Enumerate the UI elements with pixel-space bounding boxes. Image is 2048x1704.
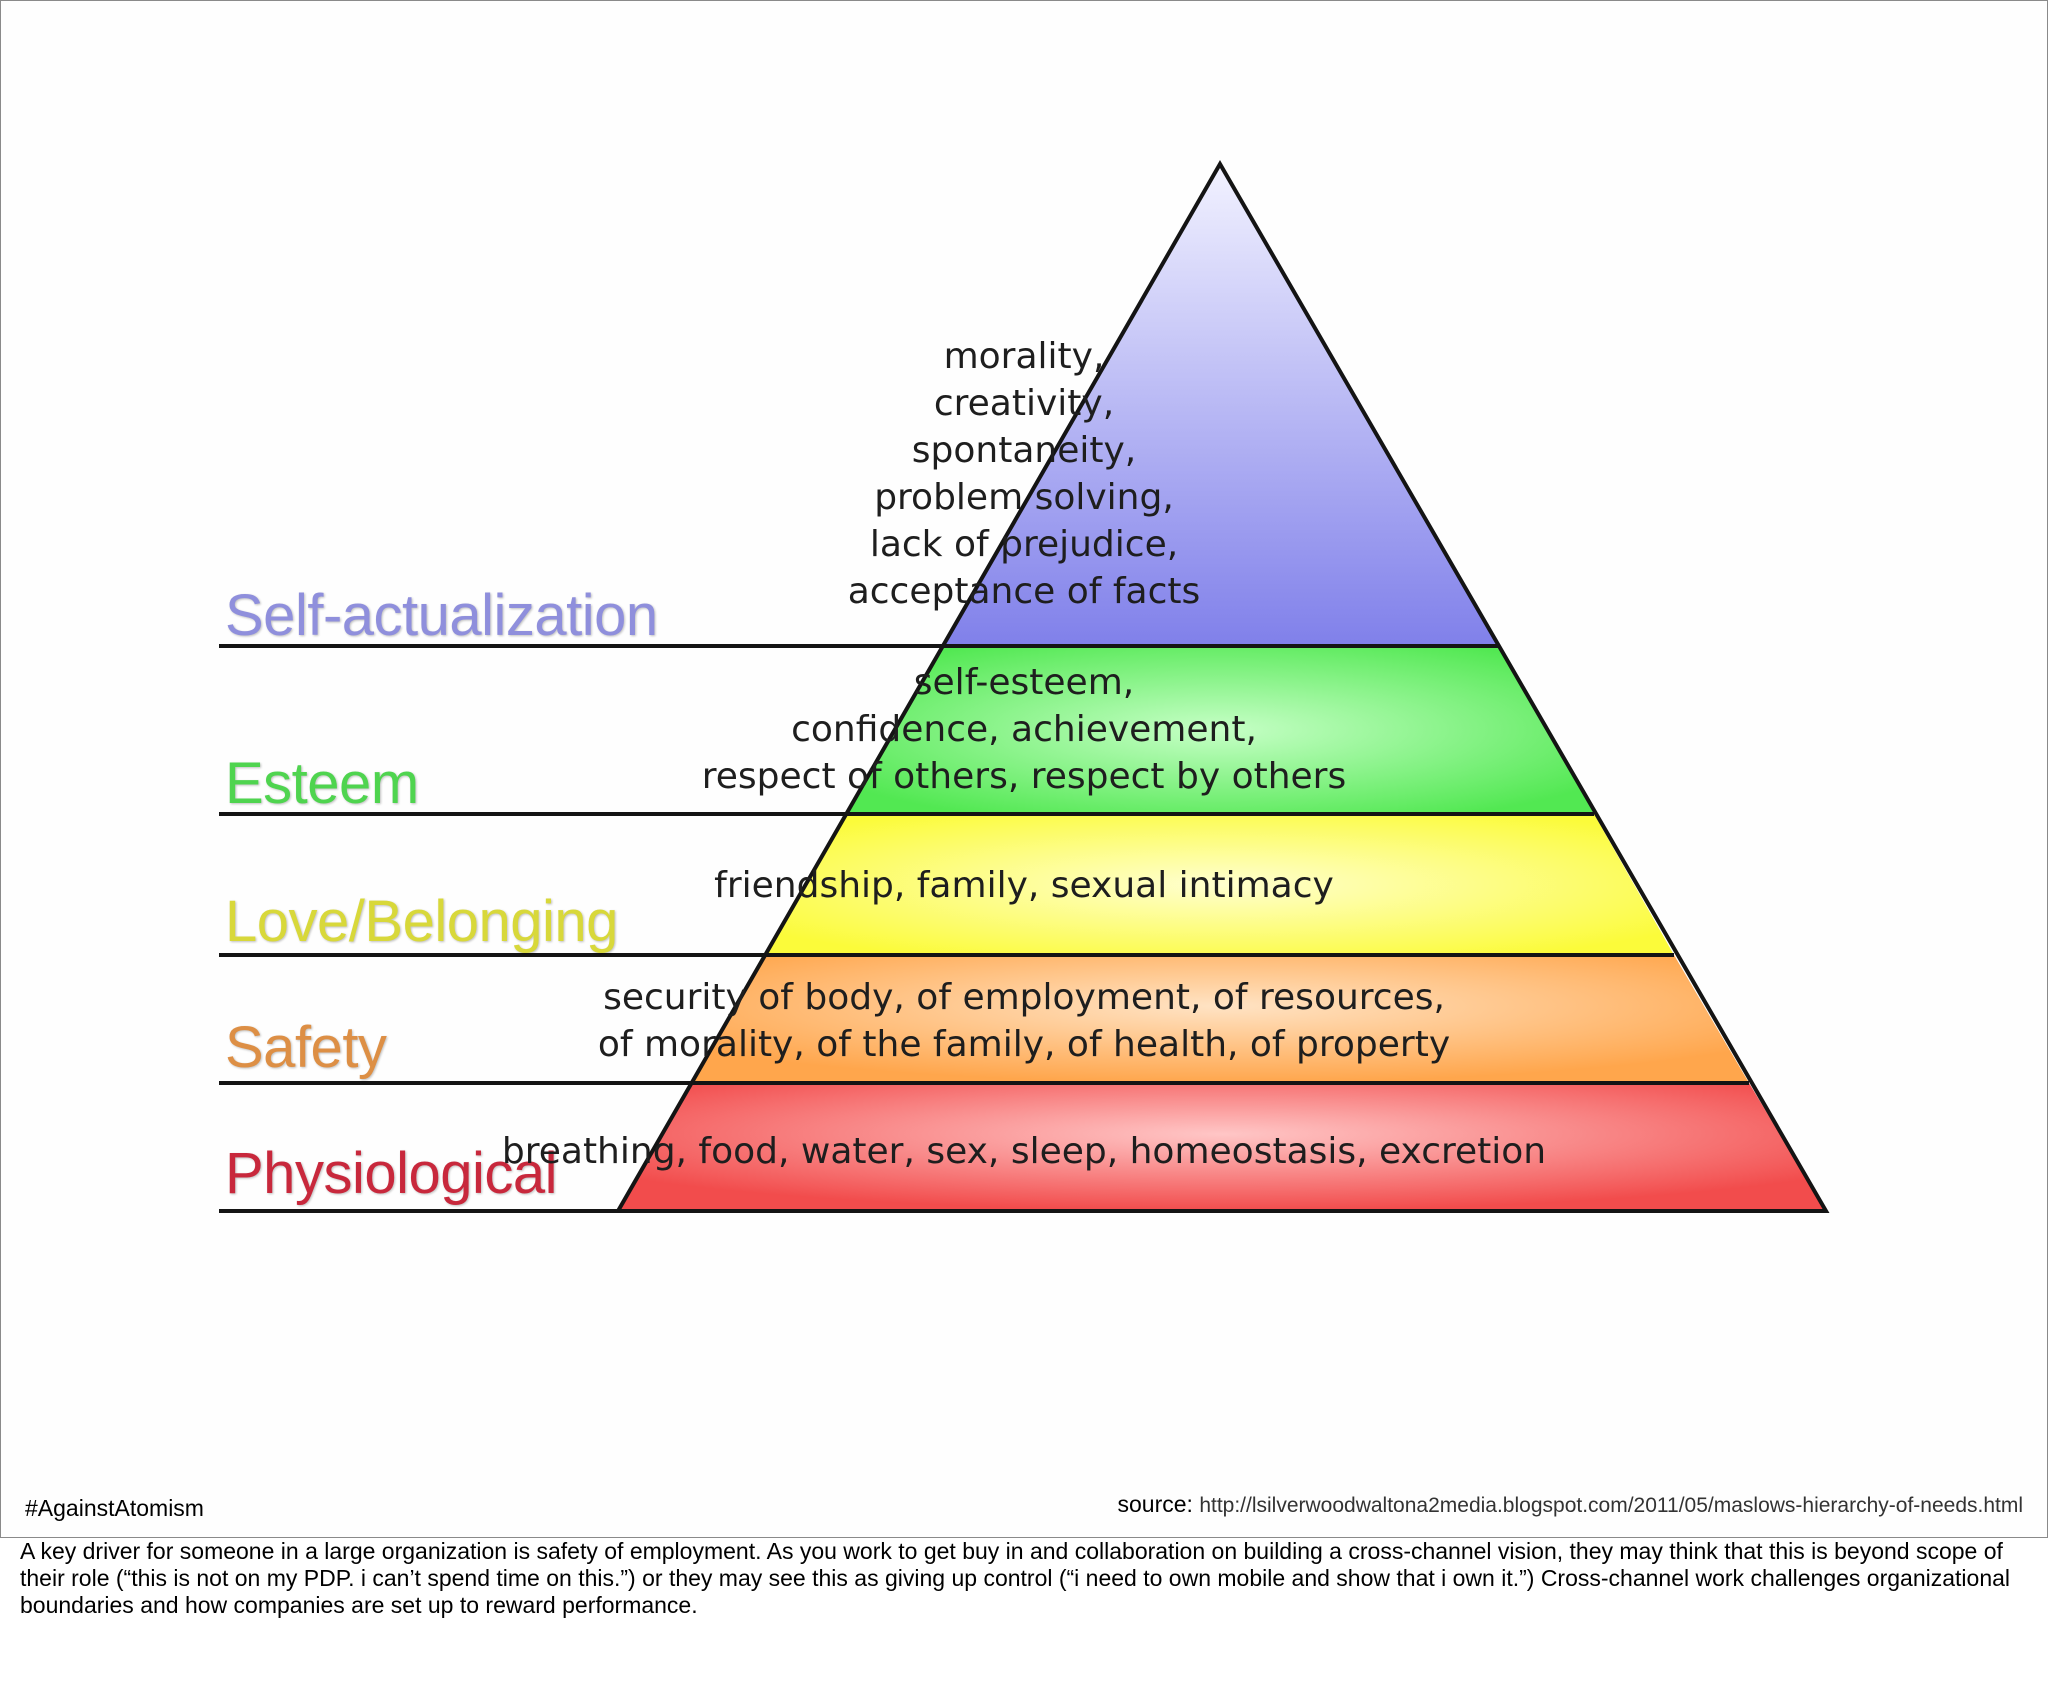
pyramid-outline [219,159,1830,1213]
tier-line: morality, [943,336,1105,377]
tier-text-love-belonging: friendship, family, sexual intimacy [1,862,2047,909]
tier-esteem [845,646,1594,814]
tier-self-actualization [942,164,1498,646]
presenter-notes: A key driver for someone in a large orga… [20,1538,2011,1618]
label-physiological: Physiological [225,1141,558,1206]
source-credit: source: http://lsilverwoodwaltona2media.… [1117,1491,2023,1518]
tier-line: problem solving, [874,477,1174,518]
tier-love-belonging [765,814,1674,955]
tier-line: creativity, [933,383,1115,424]
hashtag: #AgainstAtomism [25,1495,204,1521]
tier-physiological [618,1083,1826,1211]
tier-line: self-esteem, [913,662,1135,703]
source-label: source: [1117,1491,1193,1517]
tier-line: security of body, of employment, of reso… [603,977,1445,1018]
tier-safety [690,955,1749,1083]
maslow-pyramid [219,159,1830,1213]
label-love-belonging: Love/Belonging [225,889,618,954]
tier-text-self-actualization: morality, creativity, spontaneity, probl… [1,333,2047,615]
tier-line: breathing, food, water, sex, sleep, home… [501,1131,1547,1172]
tier-text-physiological: breathing, food, water, sex, sleep, home… [1,1128,2047,1175]
tier-line: lack of prejudice, [869,524,1179,565]
tier-line: of morality, of the family, of health, o… [597,1024,1451,1065]
source-url: http://lsilverwoodwaltona2media.blogspot… [1199,1494,2023,1517]
tier-line: acceptance of facts [847,571,1201,612]
tier-line: confidence, achievement, [791,709,1257,750]
tier-text-esteem: self-esteem, confidence, achievement, re… [1,659,2047,800]
tier-line: respect of others, respect by others [701,756,1347,797]
label-safety: Safety [225,1015,387,1080]
tier-text-safety: security of body, of employment, of reso… [1,974,2047,1068]
label-esteem: Esteem [225,751,419,816]
tier-line: spontaneity, [911,430,1137,471]
tier-line: friendship, family, sexual intimacy [714,865,1334,906]
label-self-actualization: Self-actualization [225,583,658,648]
slide: Self-actualization Esteem Love/Belonging… [0,0,2048,1538]
